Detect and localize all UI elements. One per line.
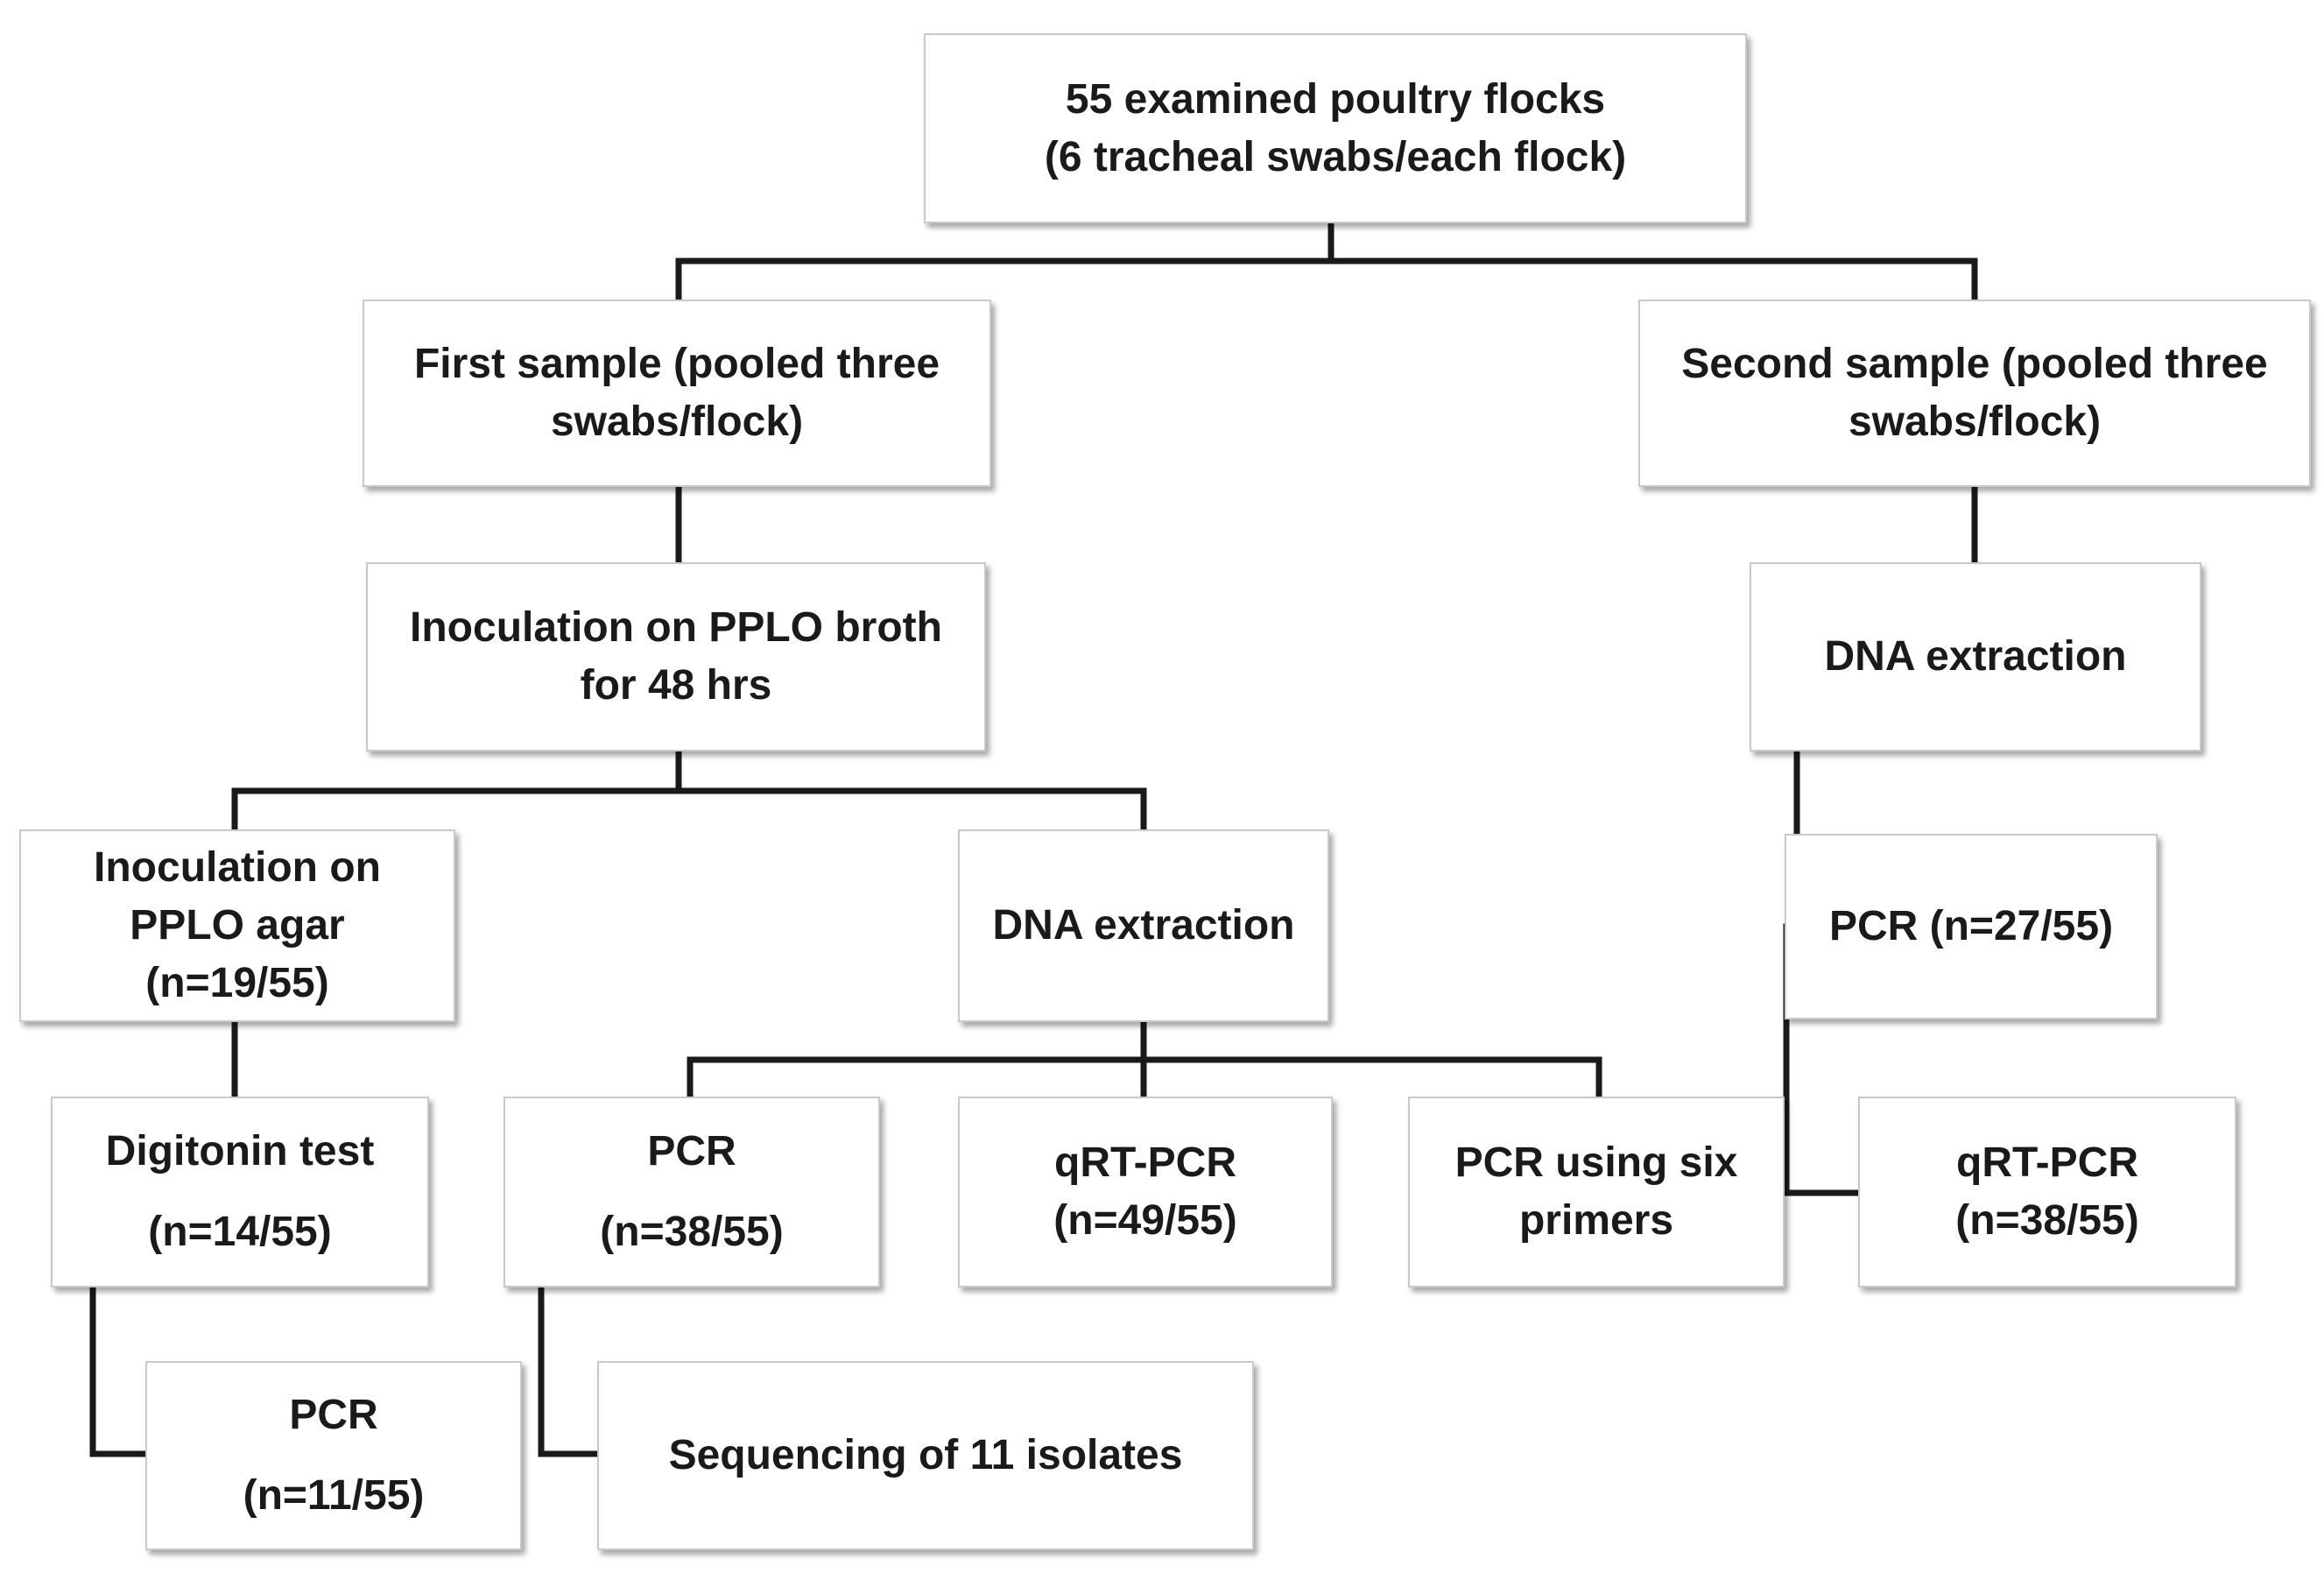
agar-line-2: PPLO agar — [130, 902, 345, 949]
second-sample-line-2: swabs/flock) — [1848, 399, 2102, 445]
first-sample-line-1: First sample (pooled three — [413, 341, 940, 387]
qrtpcr-right-line-2: (n=38/55) — [1955, 1197, 2139, 1244]
digitonin-test-node: Digitonin test (n=14/55) — [51, 1097, 429, 1287]
six-primers-line-2: primers — [1518, 1197, 1674, 1244]
pcr-right-line-1: PCR (n=27/55) — [1828, 903, 2114, 949]
qrtpcr-mid-node: qRT-PCR (n=49/55) — [958, 1097, 1333, 1287]
root-line-2: (6 tracheal swabs/each flock) — [1044, 133, 1627, 180]
pcr-left-line-2: (n=11/55) — [243, 1472, 425, 1519]
pcr-left-line-1: PCR — [289, 1392, 378, 1438]
root-node: 55 examined poultry flocks (6 tracheal s… — [924, 33, 1747, 223]
dna-extraction-right-node: DNA extraction — [1750, 562, 2201, 751]
inoculation-broth-node: Inoculation on PPLO broth for 48 hrs — [366, 562, 986, 751]
pcr-right-node: PCR (n=27/55) — [1785, 834, 2158, 1019]
pcr-left-node: PCR (n=11/55) — [145, 1361, 522, 1550]
first-sample-node: First sample (pooled three swabs/flock) — [363, 300, 991, 487]
pcr-mid-node: PCR (n=38/55) — [504, 1097, 880, 1287]
qrtpcr-right-node: qRT-PCR (n=38/55) — [1858, 1097, 2236, 1287]
qrtpcr-right-line-1: qRT-PCR — [1956, 1139, 2138, 1186]
digitonin-line-1: Digitonin test — [105, 1128, 375, 1174]
six-primers-line-1: PCR using six — [1454, 1139, 1738, 1186]
agar-line-1: Inoculation on — [94, 844, 381, 891]
first-sample-line-2: swabs/flock) — [550, 399, 804, 445]
dna-right-line-1: DNA extraction — [1824, 633, 2127, 680]
inoculation-agar-node: Inoculation on PPLO agar (n=19/55) — [19, 829, 455, 1022]
qrtpcr-mid-line-2: (n=49/55) — [1053, 1197, 1237, 1244]
digitonin-line-2: (n=14/55) — [148, 1209, 332, 1255]
pcr-six-primers-node: PCR using six primers — [1408, 1097, 1785, 1287]
pcr-mid-line-2: (n=38/55) — [600, 1209, 784, 1255]
second-sample-line-1: Second sample (pooled three — [1681, 341, 2268, 387]
pcr-mid-line-1: PCR — [647, 1128, 736, 1174]
sequencing-line-1: Sequencing of 11 isolates — [668, 1432, 1183, 1478]
agar-line-3: (n=19/55) — [145, 960, 329, 1006]
sequencing-node: Sequencing of 11 isolates — [597, 1361, 1254, 1550]
qrtpcr-mid-line-1: qRT-PCR — [1054, 1139, 1236, 1186]
dna-mid-line-1: DNA extraction — [992, 902, 1295, 949]
dna-extraction-mid-node: DNA extraction — [958, 829, 1329, 1022]
broth-line-1: Inoculation on PPLO broth — [410, 604, 942, 651]
root-line-1: 55 examined poultry flocks — [1065, 75, 1606, 123]
second-sample-node: Second sample (pooled three swabs/flock) — [1638, 300, 2311, 487]
broth-line-2: for 48 hrs — [580, 662, 772, 709]
